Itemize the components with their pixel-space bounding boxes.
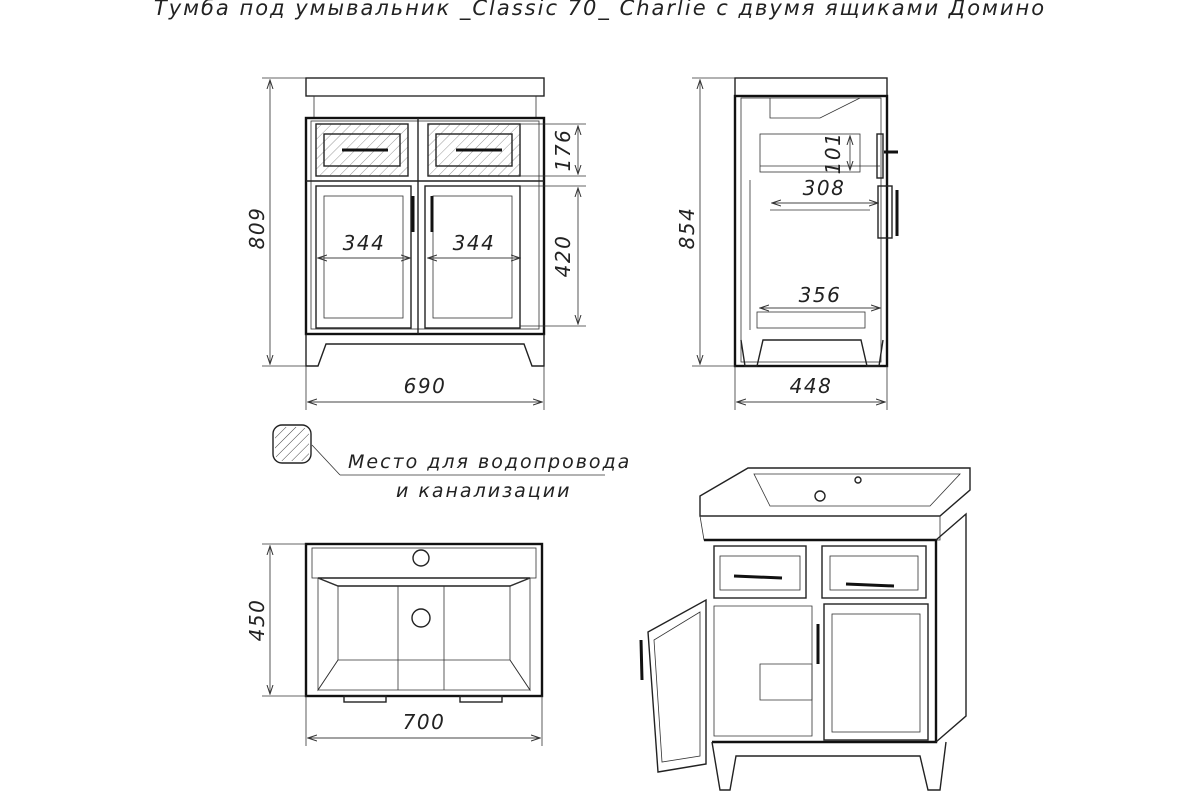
dim-drawer-length: 308 (803, 176, 846, 200)
dim-front-width: 690 (404, 374, 447, 398)
dim-drawer-depth: 101 (821, 132, 845, 175)
dim-shelf-depth: 356 (799, 283, 842, 307)
dim-side-height: 854 (675, 207, 699, 250)
legend-line-2: и канализации (396, 480, 571, 502)
dim-top-depth: 450 (245, 599, 269, 642)
legend-line-1: Место для водопровода (348, 451, 631, 473)
dim-door-left: 344 (343, 231, 386, 255)
top-view: 450 700 (245, 542, 544, 746)
drawing-title: Тумба под умывальник _Classic 70_ Charli… (153, 0, 1047, 20)
dim-door-height: 420 (551, 235, 575, 278)
dim-side-depth: 448 (790, 374, 833, 398)
side-view: 854 101 308 356 448 (675, 77, 899, 410)
dim-drawer-height: 176 (551, 129, 575, 172)
dim-front-height: 809 (245, 207, 269, 250)
plumbing-legend: Место для водопровода и канализации (272, 424, 631, 502)
front-view: 344 344 809 176 420 690 (245, 77, 586, 410)
isometric-view (639, 467, 971, 791)
dim-door-right: 344 (453, 231, 496, 255)
dim-top-width: 700 (403, 710, 446, 734)
